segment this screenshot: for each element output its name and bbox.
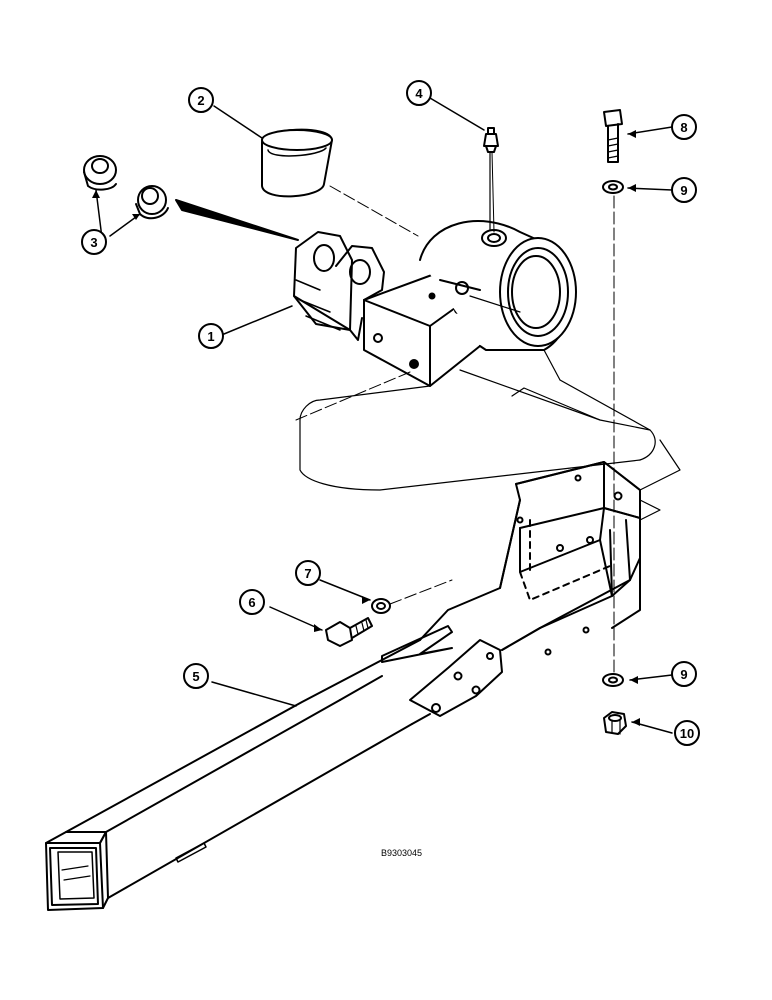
callout-label-10: 10 [680, 726, 694, 741]
pivot-housing-part [293, 220, 577, 387]
center-lines [295, 185, 615, 673]
nut-part [603, 711, 627, 735]
callout-label-9-bottom: 9 [680, 667, 687, 682]
bushing-part [261, 128, 333, 198]
callout-label-8: 8 [680, 120, 687, 135]
callout-label-5: 5 [192, 669, 199, 684]
flat-washer-part [371, 598, 391, 614]
callout-label-7: 7 [304, 566, 311, 581]
mounting-plate-outline [299, 349, 681, 521]
callout-label-3: 3 [90, 235, 97, 250]
callout-label-9-top: 9 [680, 183, 687, 198]
leader-lines [95, 97, 673, 734]
drawing-code: B9303045 [381, 848, 422, 858]
washer-bottom-part [602, 673, 624, 687]
frame-beam-part [45, 461, 641, 911]
washer-top-part [602, 180, 624, 194]
bolt-part [603, 109, 623, 163]
callout-circles [81, 80, 700, 746]
cap-screw-part [325, 617, 373, 647]
callout-label-6: 6 [248, 595, 255, 610]
small-bushings-part [83, 155, 299, 241]
callout-label-4: 4 [415, 86, 423, 101]
callout-label-1: 1 [207, 329, 214, 344]
callout-label-2: 2 [197, 93, 204, 108]
grease-fitting-part [483, 127, 499, 233]
